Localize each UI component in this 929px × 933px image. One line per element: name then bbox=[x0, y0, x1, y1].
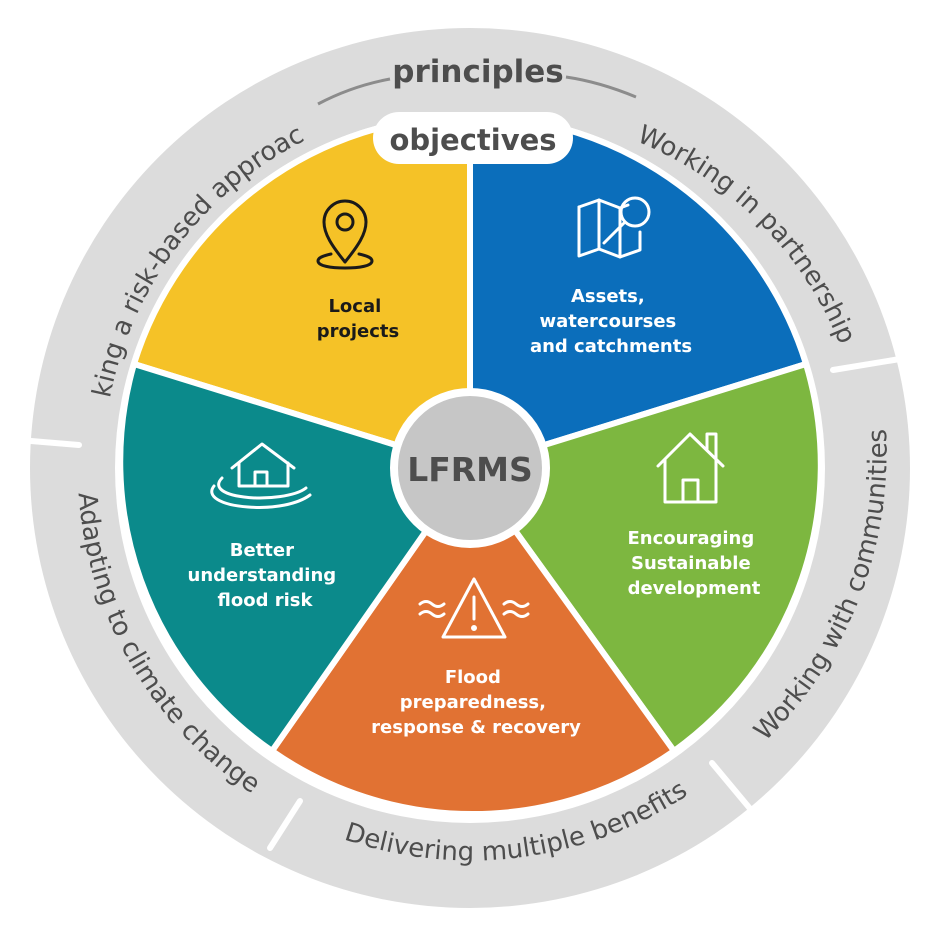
objective-label-assets: Assets, watercourses and catchments bbox=[530, 286, 692, 357]
center-label: LFRMS bbox=[407, 450, 533, 489]
objectives-pill bbox=[373, 112, 573, 164]
center-circle bbox=[390, 388, 550, 548]
map-pin-icon bbox=[316, 199, 374, 270]
principles-heading: principles bbox=[392, 54, 563, 90]
objectives-heading: objectives bbox=[389, 123, 556, 157]
principles-line-left bbox=[317, 77, 391, 106]
house-icon bbox=[656, 432, 725, 504]
principles-line-right bbox=[565, 75, 637, 99]
objective-label-sustainable-development: Encouraging Sustainable development bbox=[627, 528, 760, 599]
map-search-icon bbox=[577, 196, 651, 259]
wedge-sustainable-development[interactable] bbox=[465, 360, 824, 756]
wedge-flood-preparedness[interactable] bbox=[267, 462, 679, 818]
objective-label-local-projects: Local projects bbox=[317, 296, 400, 342]
objective-label-flood-risk: Better understanding flood risk bbox=[188, 540, 343, 611]
objective-label-flood-preparedness: Flood preparedness, response & recovery bbox=[371, 667, 581, 738]
flooded-house-icon bbox=[210, 442, 312, 509]
flood-warning-icon bbox=[418, 577, 530, 639]
ring-separators bbox=[28, 355, 909, 851]
wedge-flood-risk-understanding[interactable] bbox=[117, 360, 475, 756]
principles-heading-group: principles bbox=[317, 46, 637, 106]
